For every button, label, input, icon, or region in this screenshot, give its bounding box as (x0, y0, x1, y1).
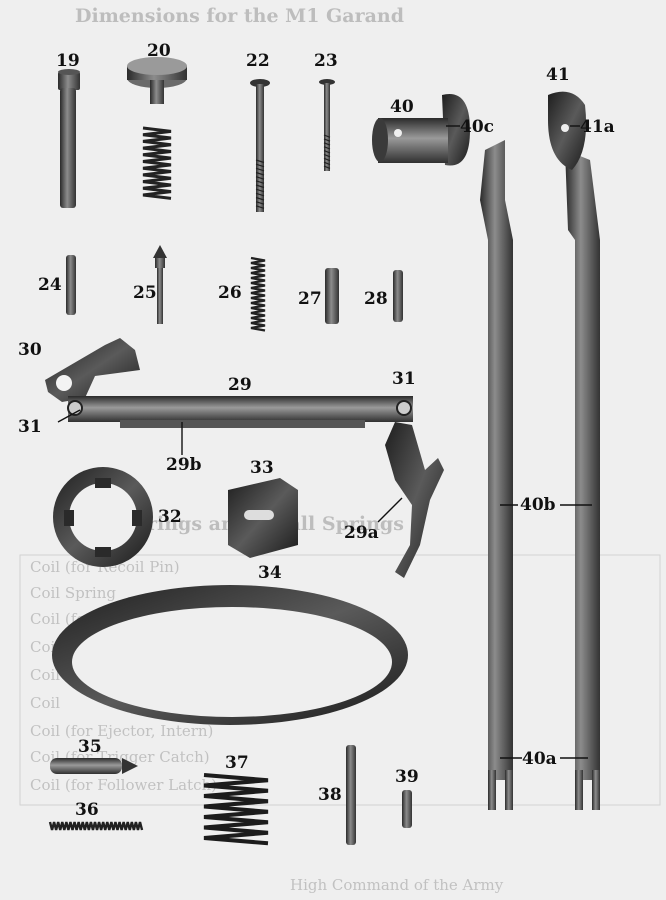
part-23-screw (319, 79, 335, 171)
label-29b: 29b (166, 455, 202, 475)
part-36-spring (48, 821, 144, 831)
label-33: 33 (250, 458, 274, 478)
part-29-bar (67, 396, 413, 428)
label-38: 38 (318, 785, 342, 805)
label-35: 35 (78, 737, 102, 757)
part-39-pin (402, 790, 412, 828)
label-29: 29 (228, 375, 252, 395)
part-22-screw (250, 79, 270, 212)
part-32-ring (53, 467, 153, 567)
part-34-oval (52, 585, 408, 725)
label-24: 24 (38, 275, 62, 295)
part-20-knob (127, 57, 187, 104)
bg-row: Coil (for Follower Latch) (30, 776, 217, 794)
label-41: 41 (546, 65, 570, 85)
label-27: 27 (298, 289, 322, 309)
label-40a: 40a (522, 749, 557, 769)
label-34: 34 (258, 563, 282, 583)
label-19: 19 (56, 51, 80, 71)
bg-title-top: Dimensions for the M1 Garand (75, 5, 404, 27)
part-19-plunger (58, 69, 80, 208)
leader-lines (57, 125, 592, 759)
part-37-spring (203, 773, 269, 846)
label-22: 22 (246, 51, 270, 71)
part-spring-20 (142, 126, 172, 200)
part-41-rod (548, 91, 600, 810)
label-32: 32 (158, 507, 182, 527)
bg-row: Coil (30, 694, 60, 712)
label-20: 20 (147, 41, 171, 61)
part-38-pin (346, 745, 356, 845)
label-39: 39 (395, 767, 419, 787)
label-23: 23 (314, 51, 338, 71)
part-29a-trigger (385, 422, 444, 578)
part-30-lever (45, 338, 140, 402)
part-26-spring (250, 256, 266, 332)
label-40c: 40c (460, 117, 494, 137)
part-35-roll-pin (50, 758, 138, 774)
label-40: 40 (390, 97, 414, 117)
bg-row: Coil Spring (30, 584, 116, 602)
part-labels: 19 20 22 23 40 40c 41 41a 24 25 26 27 28… (18, 41, 615, 820)
bg-footer: High Command of the Army (290, 876, 504, 894)
bg-row: Coil (for Recoil Pin) (30, 558, 180, 576)
label-40b: 40b (520, 495, 556, 515)
part-28-pin (393, 270, 403, 322)
part-40-rod (372, 94, 513, 810)
part-33-block (228, 478, 298, 558)
label-31-left: 31 (18, 417, 42, 437)
label-29a: 29a (344, 523, 379, 543)
label-36: 36 (75, 800, 99, 820)
part-27-pin (325, 268, 339, 324)
label-28: 28 (364, 289, 388, 309)
label-41a: 41a (580, 117, 615, 137)
part-24-pin (66, 255, 76, 315)
part-25-firing-pin (153, 245, 167, 324)
label-31-right: 31 (392, 369, 416, 389)
label-30: 30 (18, 340, 42, 360)
bg-row: Coil (for Ejector, Intern) (30, 722, 213, 740)
label-26: 26 (218, 283, 242, 303)
label-37: 37 (225, 753, 249, 773)
label-25: 25 (133, 283, 157, 303)
